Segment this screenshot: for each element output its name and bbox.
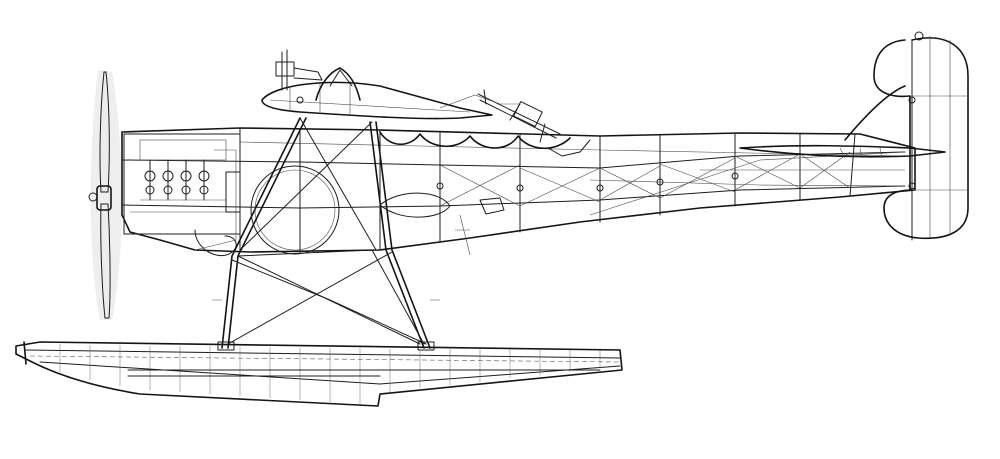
machine-gun <box>439 89 561 143</box>
tailplane <box>739 144 946 159</box>
upper-wing <box>261 67 493 120</box>
propeller <box>88 70 122 320</box>
float-struts <box>212 117 440 351</box>
engine <box>123 133 241 257</box>
fittings <box>436 172 739 256</box>
float <box>15 341 623 407</box>
fuselage <box>121 127 916 253</box>
tail-rudder <box>844 31 969 241</box>
top-gun-mount <box>275 49 323 91</box>
cockpit <box>379 131 591 157</box>
